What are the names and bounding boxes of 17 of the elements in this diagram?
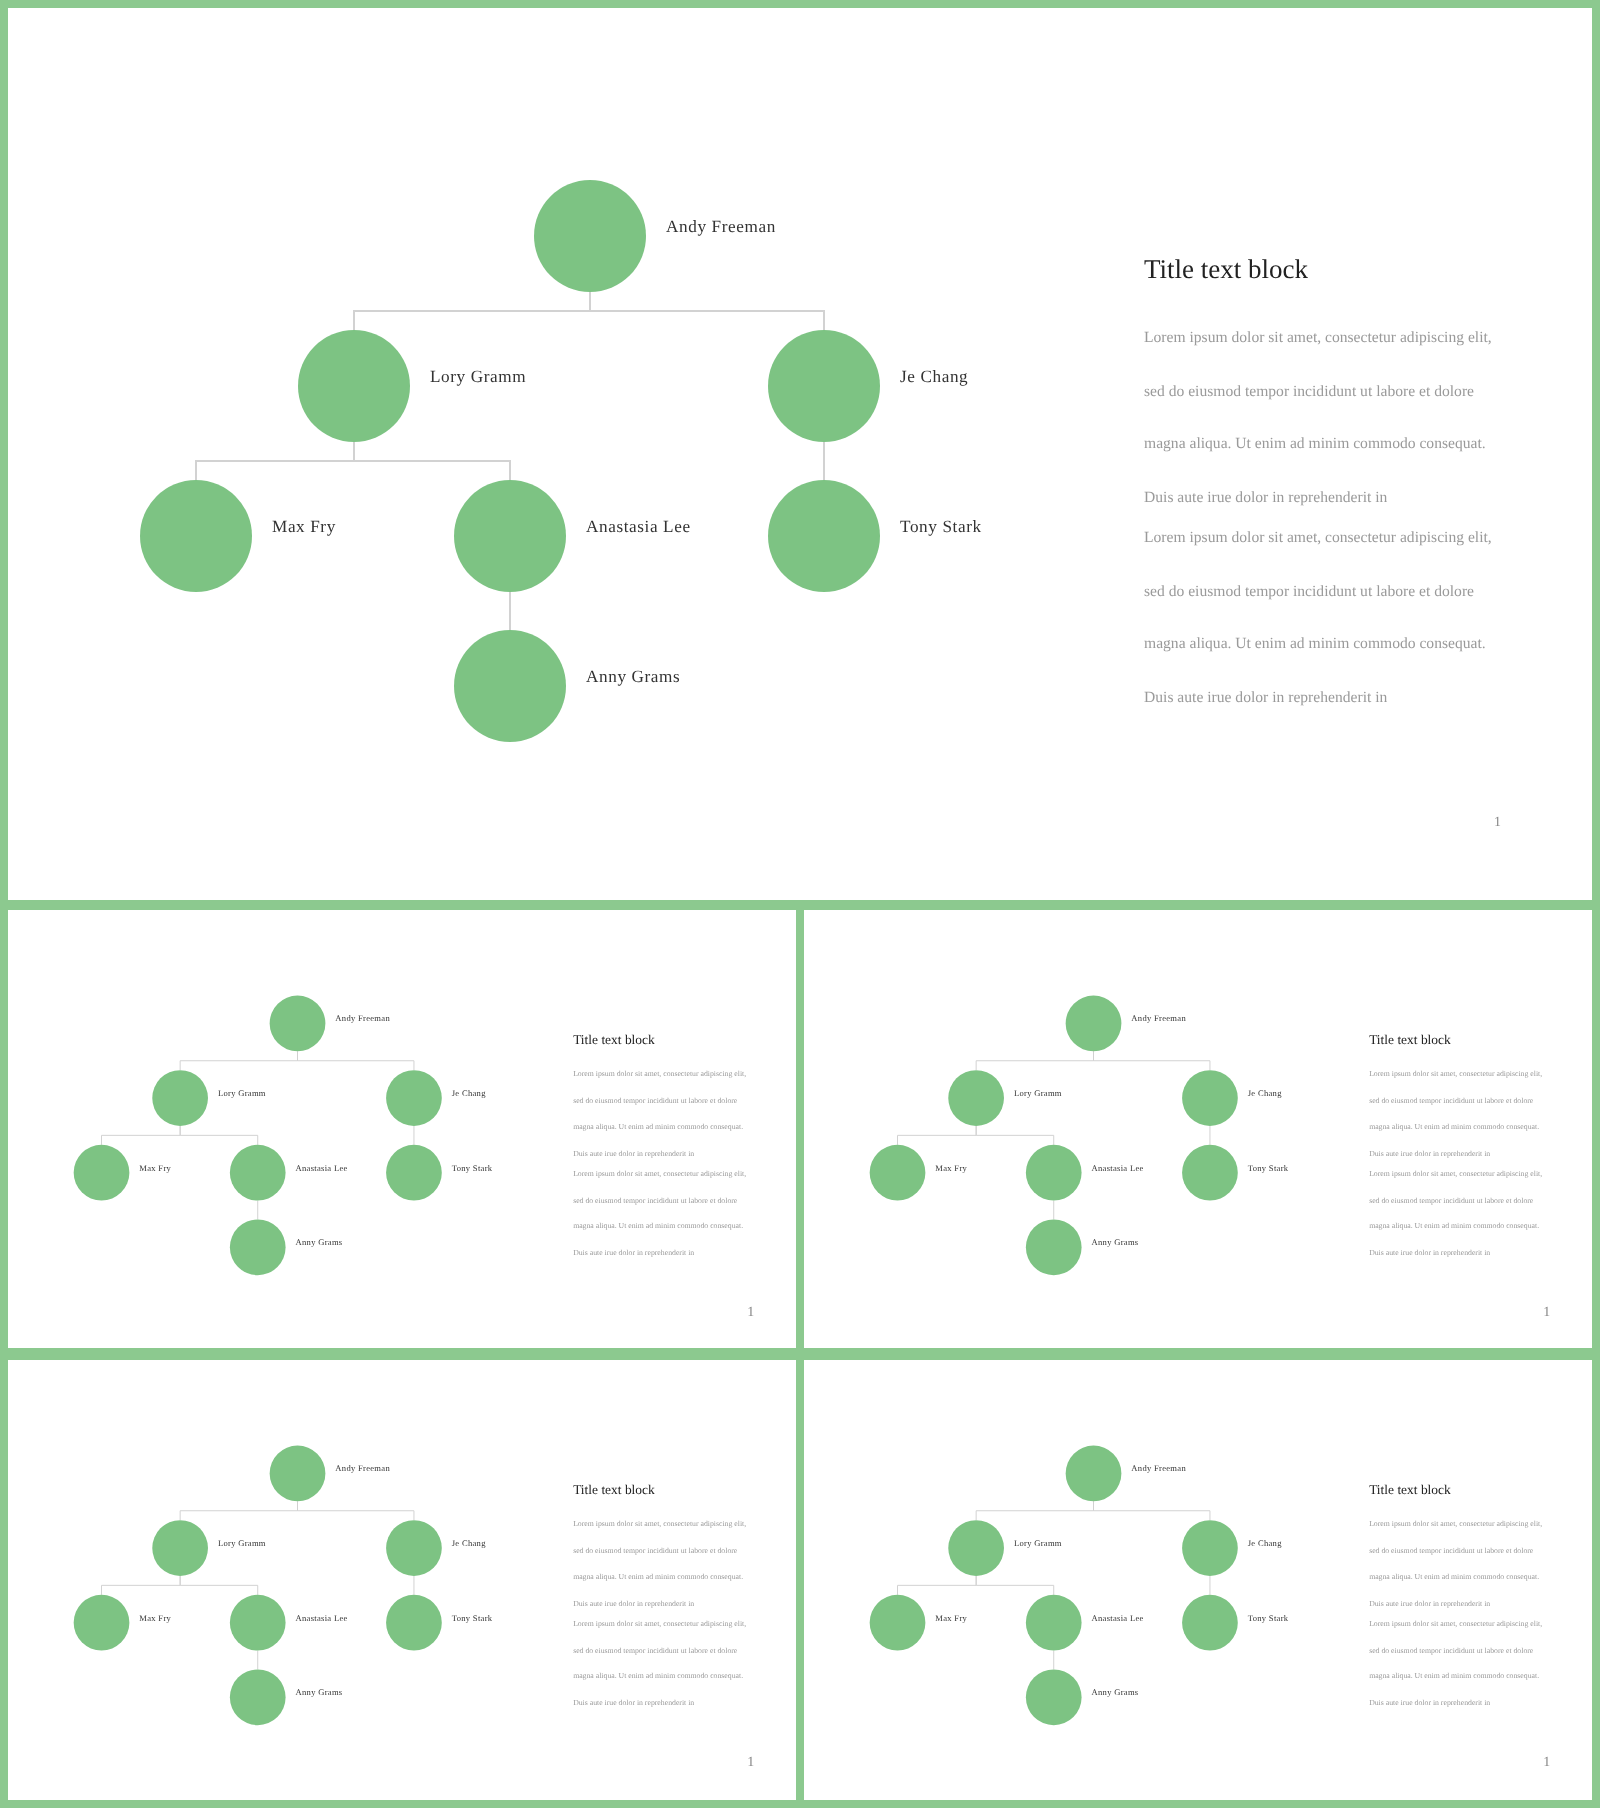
person-name: Anny Grams [586,666,681,686]
slide-title: Title text block [1144,254,1309,286]
person-name: Tony Stark [900,516,982,536]
connector-line [353,441,511,481]
slide-panel [8,8,1592,900]
person-name: Lory Gramm [430,366,527,386]
slide-panel [804,910,1592,1348]
connector-line [823,441,825,481]
connector-line [589,291,825,331]
slide-panel [8,1360,796,1800]
person-name: Anastasia Lee [586,516,691,536]
slide-panel [804,1360,1592,1800]
person-name: Max Fry [272,516,336,536]
connector-line [509,591,511,631]
person-name: Je Chang [900,366,969,386]
person-name: Andy Freeman [666,216,776,236]
slide-panel [8,910,796,1348]
